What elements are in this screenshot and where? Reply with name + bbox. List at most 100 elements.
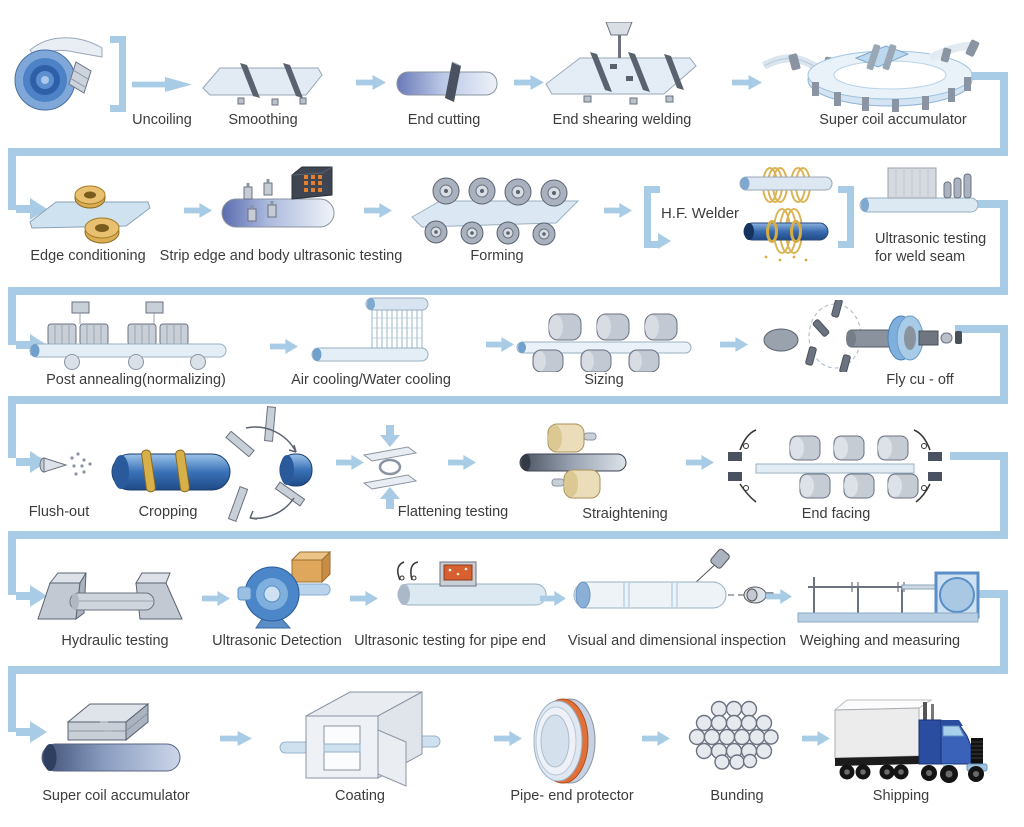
flow-connector (8, 148, 1008, 156)
flow-connector (8, 531, 16, 595)
pipe-end-tester-icon (388, 556, 550, 616)
flow-connector (1000, 590, 1008, 674)
cooling-curtain-icon (310, 296, 432, 368)
coil-accumulator-icon (762, 32, 990, 112)
step-label: Bunding (710, 788, 764, 804)
flow-arrowhead (30, 585, 47, 607)
flow-connector (16, 458, 31, 466)
flow-arrow (364, 203, 392, 218)
truck-icon (831, 694, 989, 788)
flow-connector (958, 200, 1008, 208)
induction-coil-icon (736, 165, 836, 265)
pipe-accumulator-icon (38, 698, 186, 782)
flow-arrow (720, 337, 748, 352)
flow-connector (16, 728, 31, 736)
flow-connector (958, 72, 1008, 80)
flow-connector (1000, 325, 1008, 404)
step-label: Hydraulic testing (61, 633, 169, 649)
coating-chamber-icon (278, 686, 442, 790)
sizing-rolls-icon (515, 306, 695, 372)
step-label: Flush-out (28, 504, 90, 520)
flow-arrow (270, 339, 298, 354)
step-label: Ultrasonic testing for pipe end (354, 633, 546, 649)
flow-connector (8, 396, 16, 458)
flow-connector (955, 325, 1008, 333)
step-label: Visual and dimensional inspection (567, 633, 787, 649)
flow-connector (16, 205, 31, 213)
accumulator-bracket-icon (110, 36, 126, 112)
step-label: Pipe- end protector (510, 788, 634, 804)
flow-arrow (642, 731, 670, 746)
inspection-icon (572, 548, 777, 620)
straightening-rolls-icon (518, 420, 630, 502)
flow-connector (955, 590, 1008, 598)
step-label: Shipping (872, 788, 930, 804)
flow-arrow (732, 75, 762, 90)
step-label: Post annealing(normalizing) (46, 372, 226, 388)
ultrasonic-pump-icon (236, 550, 334, 630)
flow-connector (1000, 72, 1008, 156)
flow-connector (1000, 452, 1008, 539)
flow-connector (8, 531, 1008, 539)
step-label: Super coil accumulator (819, 112, 967, 128)
coil-icon (12, 30, 107, 115)
forming-rolls-icon (406, 175, 584, 247)
hf-welder-bracket-arrowhead (658, 233, 671, 249)
flow-arrow (448, 455, 476, 470)
flow-connector (8, 287, 16, 345)
step-label: Super coil accumulator (42, 788, 190, 804)
step-label: Air cooling/Water cooling (291, 372, 451, 388)
cutting-blade-icon (394, 60, 500, 104)
step-label: Fly cu - off (886, 372, 954, 388)
hf-welder-bracket-right-icon (838, 186, 854, 248)
flow-arrow (604, 203, 632, 218)
flow-connector (8, 396, 1008, 404)
end-protector-icon (522, 692, 600, 790)
flow-arrowhead (30, 721, 47, 743)
flow-arrow (220, 731, 252, 746)
fly-cutoff-icon (755, 300, 963, 372)
flow-arrow (802, 731, 830, 746)
weighbridge-icon (796, 565, 980, 627)
step-label: Cropping (138, 504, 198, 520)
flow-connector (950, 452, 1008, 460)
pipe-bundle-icon (686, 698, 780, 770)
weld-seam-tester-icon (858, 166, 980, 218)
hydraulic-bench-icon (36, 563, 184, 627)
step-label: Weighing and measuring (799, 633, 961, 649)
strip-ultrasonic-icon (220, 165, 338, 241)
step-label: Strip edge and body ultrasonic testing (159, 248, 403, 264)
flow-arrow (350, 591, 378, 606)
flow-connector (16, 341, 31, 349)
step-label: Forming (470, 248, 524, 264)
step-label: Coating (335, 788, 385, 804)
step-label: H.F. Welder (660, 205, 740, 222)
flow-connector (1000, 200, 1008, 295)
step-label: Ultrasonic testing for weld seam (875, 231, 987, 266)
step-label: Smoothing (228, 112, 298, 128)
flow-connector (8, 287, 1008, 295)
flow-arrow (202, 591, 230, 606)
edge-mill-icon (26, 178, 154, 246)
flow-connector (8, 666, 1008, 674)
step-label: Uncoiling (132, 112, 192, 128)
step-label: Flattening testing (397, 504, 509, 520)
step-label: Straightening (582, 506, 668, 522)
flow-arrow (494, 731, 522, 746)
flow-arrow (132, 77, 192, 92)
hf-welder-bracket-left-icon (644, 186, 660, 248)
end-facing-icon (726, 426, 944, 506)
flow-connector (8, 148, 16, 210)
step-label: Ultrasonic Detection (212, 633, 342, 649)
smoothing-rollers-icon (200, 58, 325, 106)
step-label: End facing (801, 506, 871, 522)
flow-arrow (184, 203, 212, 218)
flow-arrow (356, 75, 386, 90)
flow-connector (16, 592, 31, 600)
cropping-blades-icon (104, 406, 316, 530)
flow-connector (8, 666, 16, 732)
flow-arrow (514, 75, 544, 90)
step-label: Sizing (584, 372, 624, 388)
annealing-coils-icon (28, 300, 233, 372)
